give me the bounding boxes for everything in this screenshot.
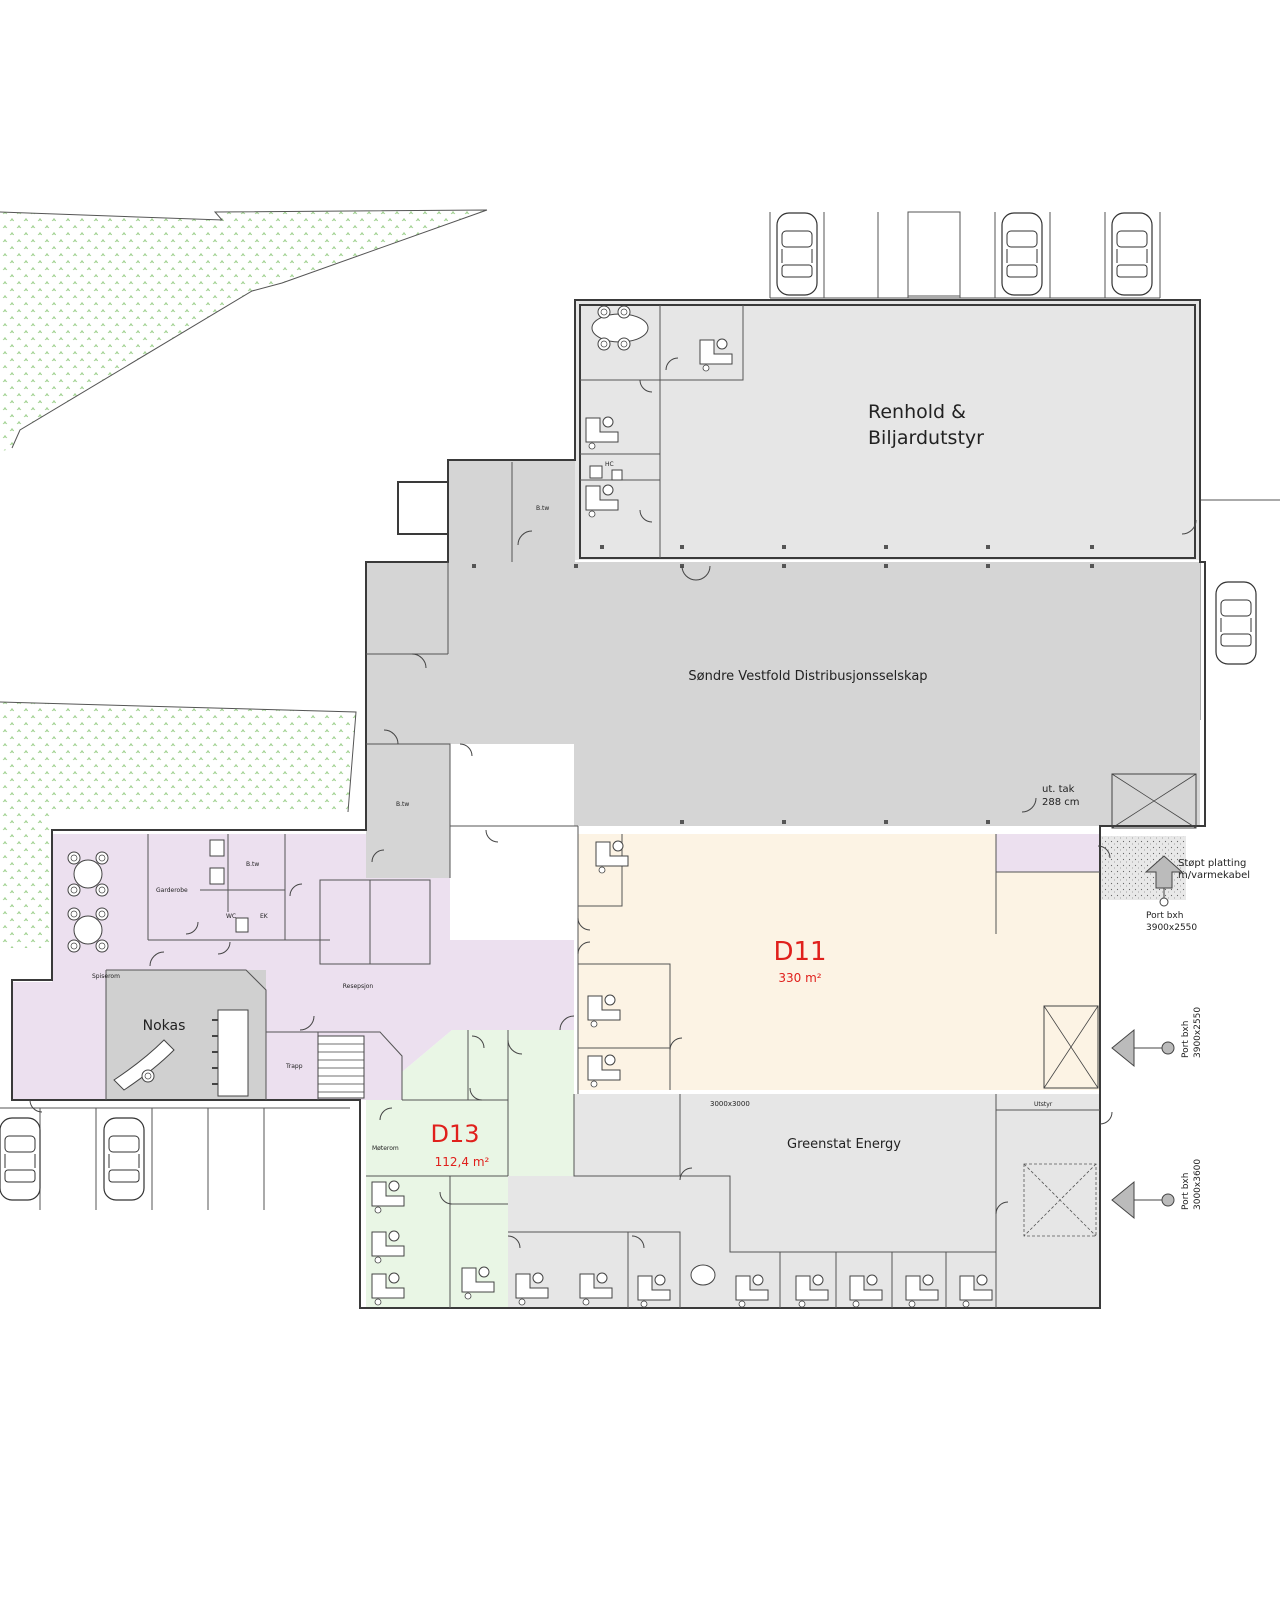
ceiling-height-line1: ut. tak xyxy=(1042,784,1075,795)
lilac-corner xyxy=(996,834,1100,872)
room-ek: EK xyxy=(260,913,269,920)
storage-room-b xyxy=(450,830,574,940)
room-wc: WC xyxy=(226,913,236,920)
port3-line1: Port bxh xyxy=(1181,1173,1191,1210)
parking-southwest xyxy=(0,1107,350,1210)
d11-area xyxy=(578,834,1100,1090)
renhold-label-line1: Renhold & xyxy=(868,401,966,423)
renhold-area xyxy=(575,300,1200,560)
lawn-west xyxy=(0,702,356,948)
storage-room-a xyxy=(450,744,574,826)
room-garderobe: Garderobe xyxy=(156,887,188,894)
doors xyxy=(29,357,1197,1249)
ceiling-height-line2: 288 cm xyxy=(1042,797,1080,808)
stair xyxy=(317,1035,365,1099)
room-spiserom: Spiserom xyxy=(92,973,120,980)
greenstat-area xyxy=(508,1094,1100,1308)
walls xyxy=(11,299,1206,1309)
lawn-west-edge xyxy=(0,701,357,813)
port1-line1: Port bxh xyxy=(1146,911,1183,921)
room-btw-small: B.tw xyxy=(246,861,259,868)
room-moterom: Møterom xyxy=(372,1145,399,1152)
lawn-north xyxy=(0,210,487,452)
parking-east xyxy=(1199,499,1280,720)
port3-line2: 3000x3600 xyxy=(1193,1159,1203,1210)
platform-line2: m/varmekabel xyxy=(1178,870,1250,881)
nokas-label: Nokas xyxy=(143,1018,186,1034)
header-3000-label: 3000x3000 xyxy=(710,1100,750,1108)
room-trapp: Trapp xyxy=(285,1063,303,1070)
port-markers xyxy=(1111,855,1184,1220)
d13-unit-area: 112,4 m² xyxy=(435,1155,490,1169)
d13-unit-id: D13 xyxy=(430,1120,479,1148)
sovd-area xyxy=(366,562,1200,826)
sovd-tech-room xyxy=(366,744,450,878)
room-hc: HC xyxy=(605,461,614,468)
parking-north xyxy=(769,211,1161,299)
room-resepsjon: Resepsjon xyxy=(343,983,374,990)
port2-line2: 3900x2550 xyxy=(1193,1007,1203,1058)
lawn-north-edge xyxy=(0,209,488,449)
room-utstyr: Utstyr xyxy=(1034,1101,1053,1108)
port2-line1: Port bxh xyxy=(1181,1021,1191,1058)
port1-line2: 3900x2550 xyxy=(1146,923,1197,933)
d11-unit-area: 330 m² xyxy=(778,971,821,985)
room-btw-mid: B.tw xyxy=(396,801,409,808)
sovd-label: Søndre Vestfold Distribusjonsselskap xyxy=(688,669,927,684)
greenstat-label: Greenstat Energy xyxy=(787,1137,901,1152)
d11-unit-id: D11 xyxy=(773,937,826,967)
platform-line1: Støpt platting xyxy=(1178,858,1246,869)
furniture xyxy=(67,305,993,1308)
room-btw-top: B.tw xyxy=(536,505,549,512)
renhold-label-line2: Biljardutstyr xyxy=(868,427,984,449)
lift-shafts xyxy=(1023,773,1197,1237)
